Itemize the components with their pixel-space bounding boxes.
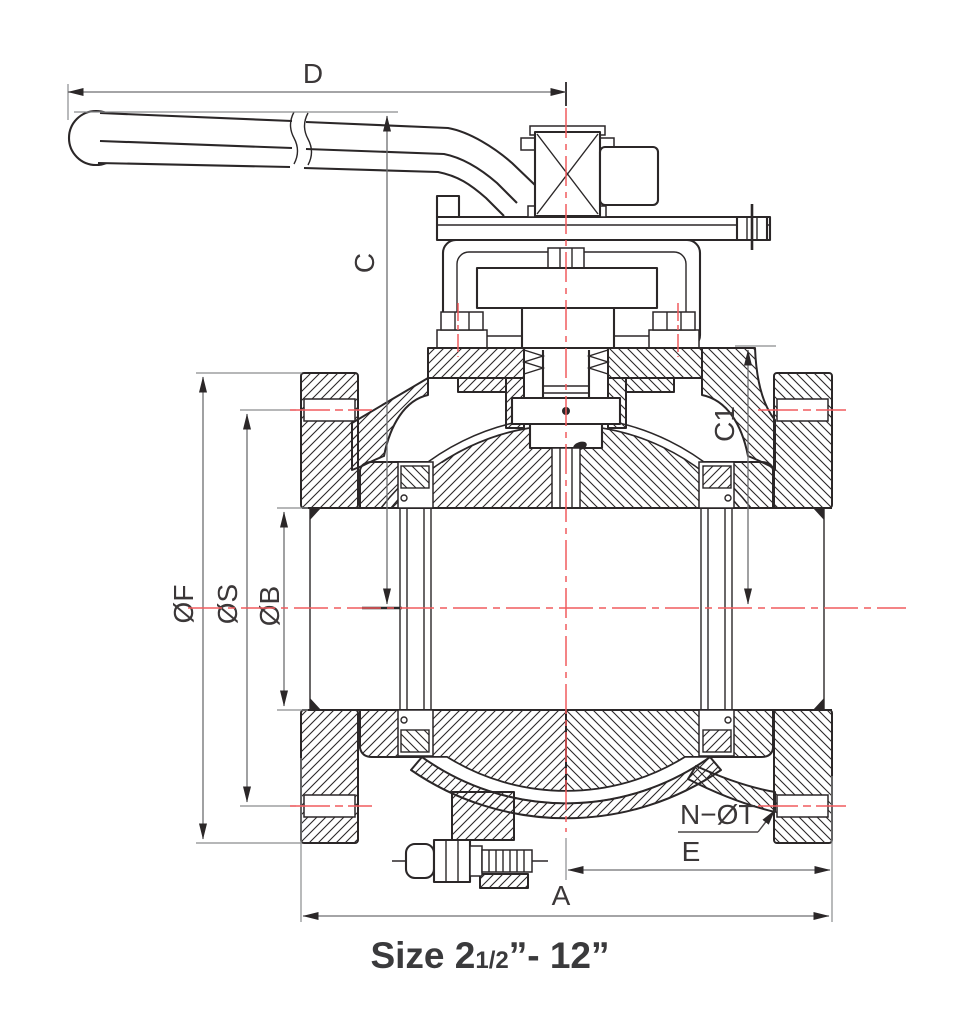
size-caption: Size 21/2”- 12”: [370, 935, 609, 976]
valve-body-bottom: [359, 709, 776, 889]
drain-boss: [451, 791, 515, 841]
centerlines: [188, 108, 906, 832]
body-right-wing: [701, 347, 776, 471]
label-F: ØF: [168, 585, 199, 624]
label-C1: C1: [709, 406, 740, 442]
stem-coupling: [475, 266, 659, 310]
stem-mount: [520, 125, 660, 218]
mount-side-block: [598, 145, 660, 207]
drain-thread: [481, 849, 533, 873]
bracket-bolt-right: [652, 311, 696, 331]
label-S: ØS: [212, 584, 243, 624]
label-C: C: [349, 253, 380, 273]
handle: [67, 109, 537, 217]
mounting-bracket: [436, 238, 702, 350]
bracket-bolt-left: [440, 311, 484, 331]
label-B: ØB: [254, 586, 285, 626]
label-A: A: [552, 880, 571, 911]
stem-column: [520, 306, 616, 350]
right-flange: [773, 372, 833, 844]
body-left-wing: [351, 377, 429, 471]
left-flange: [300, 372, 359, 844]
mounting-plate: [435, 194, 772, 250]
drain-plug: [392, 838, 548, 884]
dimensions: D C C1 ØF ØS ØB N−ØT E A: [67, 58, 833, 922]
handle-break: [289, 111, 313, 166]
seat-right: [698, 461, 735, 757]
label-NT: N−ØT: [680, 799, 755, 830]
label-D: D: [303, 58, 323, 89]
seat-left: [397, 461, 434, 757]
label-E: E: [682, 836, 701, 867]
leader-NT: [757, 809, 776, 833]
